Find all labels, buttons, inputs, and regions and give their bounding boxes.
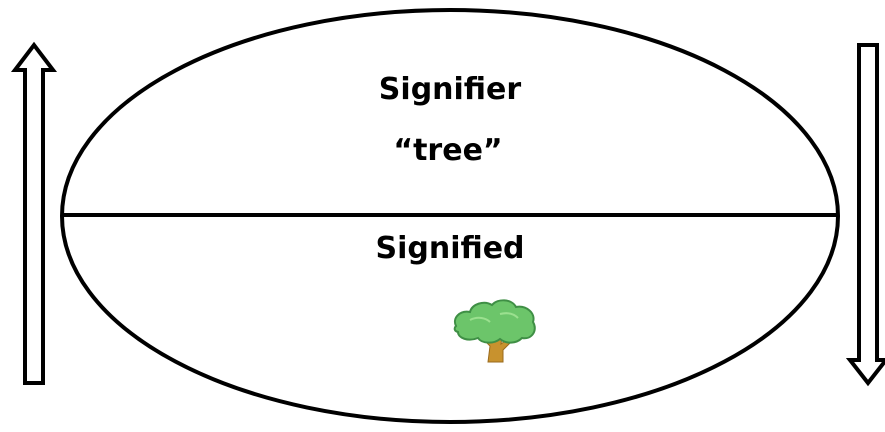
signified-label: Signified — [375, 231, 525, 266]
down-arrow-icon — [845, 43, 885, 387]
tree-icon — [453, 299, 536, 363]
signifier-word: “tree” — [393, 133, 503, 168]
up-arrow-icon — [10, 41, 58, 385]
signifier-label: Signifier — [378, 72, 522, 107]
